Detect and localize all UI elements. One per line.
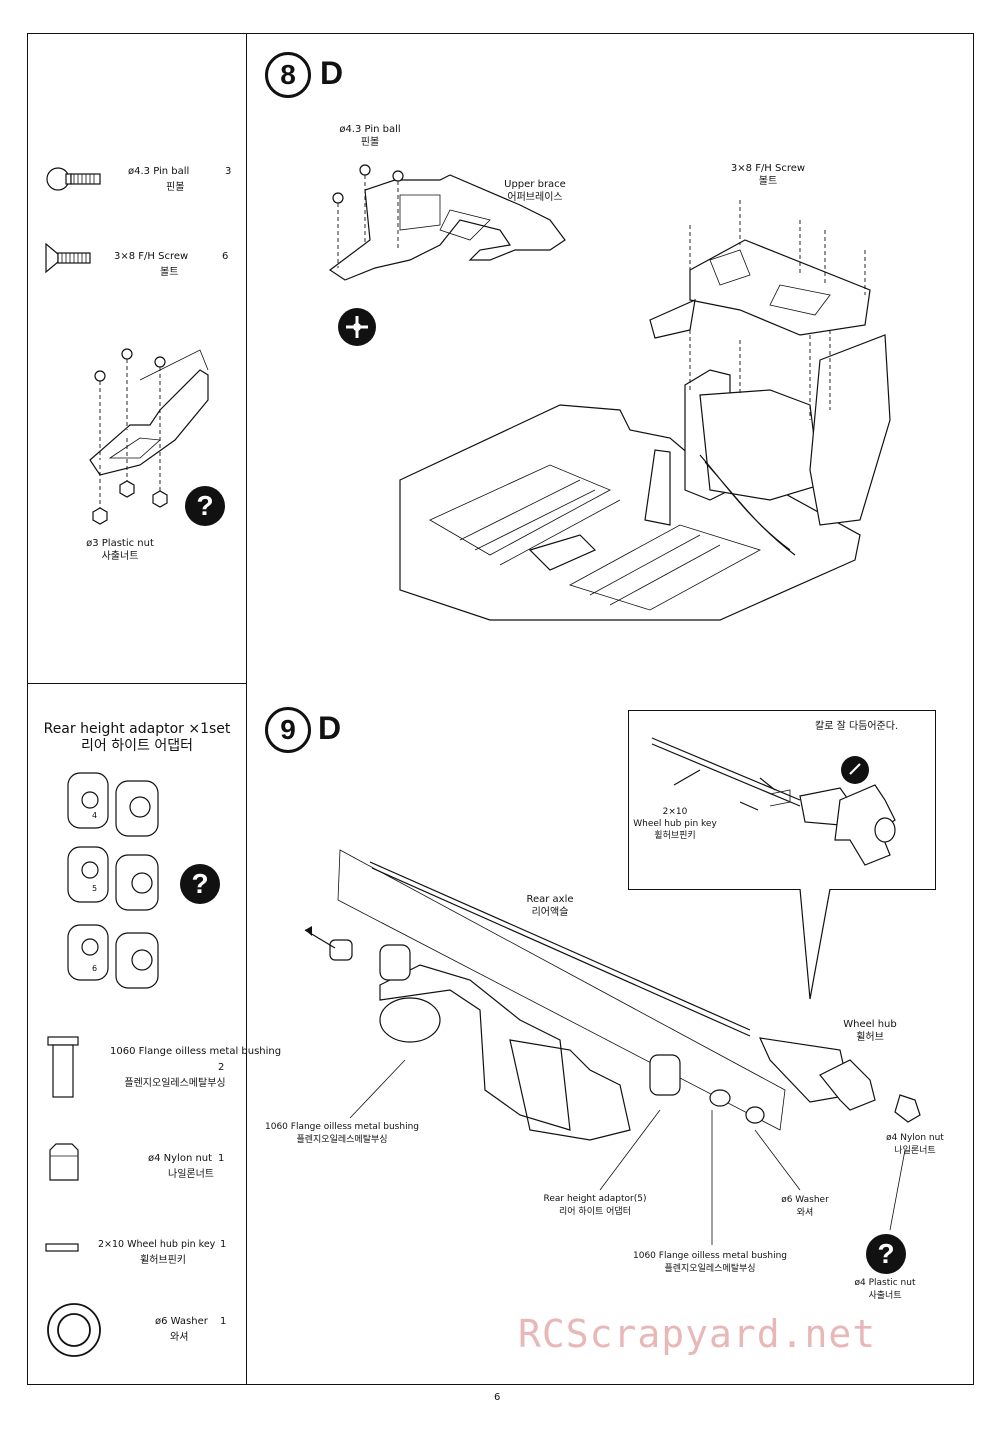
- adaptor-title-kr: 리어 하이트 어댑터: [81, 738, 193, 754]
- step-number-8: 8: [265, 52, 311, 98]
- upper-brace-label-kr: 어퍼브레이스: [507, 192, 563, 203]
- washer-icon: [47, 1303, 101, 1357]
- bushing-part-name: 1060 Flange oilless metal bushing: [110, 1046, 282, 1057]
- washer-label-kr: 와셔: [796, 1208, 814, 1218]
- pin-ball-nut-assembly-diagram: [89, 348, 209, 525]
- column-divider: [246, 33, 247, 1385]
- pin-key-label: 2×10: [662, 807, 688, 817]
- page-number: 6: [494, 1392, 501, 1403]
- adaptor-number-5: 5: [92, 884, 98, 893]
- main-pin-ball-label: ø4.3 Pin ball: [339, 124, 401, 135]
- rear-axle-label-kr: 리어액슬: [531, 907, 569, 918]
- nylon-nut-label-kr: 나일론너트: [894, 1146, 936, 1156]
- wheel-hub-label: Wheel hub: [843, 1019, 897, 1030]
- watermark: RCScrapyard.net: [518, 1312, 877, 1356]
- pin-ball-part-name: ø4.3 Pin ball: [128, 166, 190, 177]
- rear-height-adaptor-icons: [67, 772, 159, 989]
- pin-key-part-name: 2×10 Wheel hub pin key: [98, 1239, 216, 1250]
- washer-korean: 와셔: [170, 1332, 189, 1343]
- question-mark-icon: ?: [180, 864, 220, 904]
- bushing-qty: 2: [218, 1062, 225, 1073]
- sidebar-divider: [27, 683, 247, 684]
- step-number-9: 9: [265, 707, 311, 753]
- adaptor-number-6: 6: [92, 964, 98, 973]
- main-screw-label-kr: 볼트: [758, 176, 778, 187]
- upper-brace-label: Upper brace: [504, 179, 566, 190]
- nylon-nut-label: ø4 Nylon nut: [886, 1133, 944, 1143]
- pin-ball-qty: 3: [225, 166, 232, 177]
- pin-ball-icon: [46, 167, 101, 191]
- pin-key-qty: 1: [220, 1239, 227, 1250]
- pin-key-label-kr: 휠허브핀키: [654, 831, 696, 841]
- plastic-nut-label: ø4 Plastic nut: [854, 1278, 916, 1288]
- main-pin-ball-label-kr: 핀볼: [360, 137, 380, 148]
- rear-axle-label: Rear axle: [526, 894, 574, 905]
- step-letter-8: D: [320, 55, 344, 91]
- inset-note-kr: 칼로 잘 다듬어준다.: [815, 721, 899, 732]
- inset-detail-diagram: [651, 737, 896, 866]
- nylon-nut-korean: 나일론너트: [168, 1169, 214, 1180]
- screw-korean: 볼트: [160, 267, 179, 278]
- page-frame: [27, 33, 974, 1385]
- plastic-nut-label: ø3 Plastic nut: [86, 538, 154, 549]
- flat-head-screw-icon: [45, 242, 91, 274]
- pin-key-label-2: Wheel hub pin key: [633, 819, 717, 829]
- cross-screwdriver-icon: [338, 308, 376, 346]
- nylon-nut-part-name: ø4 Nylon nut: [148, 1153, 213, 1164]
- inset-pointer: [799, 888, 831, 1000]
- wheel-hub-label-kr: 휠허브: [856, 1032, 884, 1043]
- nylon-nut-qty: 1: [218, 1153, 225, 1164]
- flange-bushing-icon: [47, 1036, 79, 1098]
- bushing-bottom-label: 1060 Flange oilless metal bushing: [633, 1251, 787, 1261]
- washer-qty: 1: [220, 1316, 227, 1327]
- pin-key-icon: [45, 1243, 79, 1252]
- adaptor5-label-kr: 리어 하이트 어댑터: [559, 1207, 631, 1217]
- bushing-left-label: 1060 Flange oilless metal bushing: [265, 1122, 419, 1132]
- step-letter-9: D: [318, 710, 342, 746]
- nylon-nut-icon: [49, 1143, 79, 1181]
- screw-part-name: 3×8 F/H Screw: [114, 251, 189, 262]
- bushing-bottom-label-kr: 플렌지오일레스메탈부싱: [664, 1264, 756, 1274]
- question-mark-icon: ?: [866, 1234, 906, 1274]
- adaptor-title: Rear height adaptor ×1set: [43, 721, 231, 737]
- pin-key-korean: 휠허브핀키: [140, 1255, 186, 1266]
- bushing-korean: 플렌지오일레스메탈부싱: [124, 1078, 226, 1089]
- chassis-assembly-diagram: [399, 200, 891, 621]
- adaptor5-label: Rear height adaptor(5): [543, 1194, 647, 1204]
- bushing-left-label-kr: 플렌지오일레스메탈부싱: [296, 1135, 388, 1145]
- plastic-nut-label-kr: 사출너트: [101, 551, 139, 562]
- rear-axle-assembly-diagram: [304, 849, 921, 1141]
- pin-ball-korean: 핀볼: [166, 182, 185, 193]
- washer-label: ø6 Washer: [781, 1195, 829, 1205]
- question-mark-icon: ?: [185, 486, 225, 526]
- plastic-nut-label-kr: 사출너트: [868, 1291, 902, 1301]
- adaptor-number-4: 4: [92, 811, 98, 820]
- screw-qty: 6: [222, 251, 229, 262]
- washer-part-name: ø6 Washer: [155, 1316, 208, 1327]
- main-screw-label: 3×8 F/H Screw: [730, 163, 806, 174]
- upper-brace-diagram: [328, 164, 566, 281]
